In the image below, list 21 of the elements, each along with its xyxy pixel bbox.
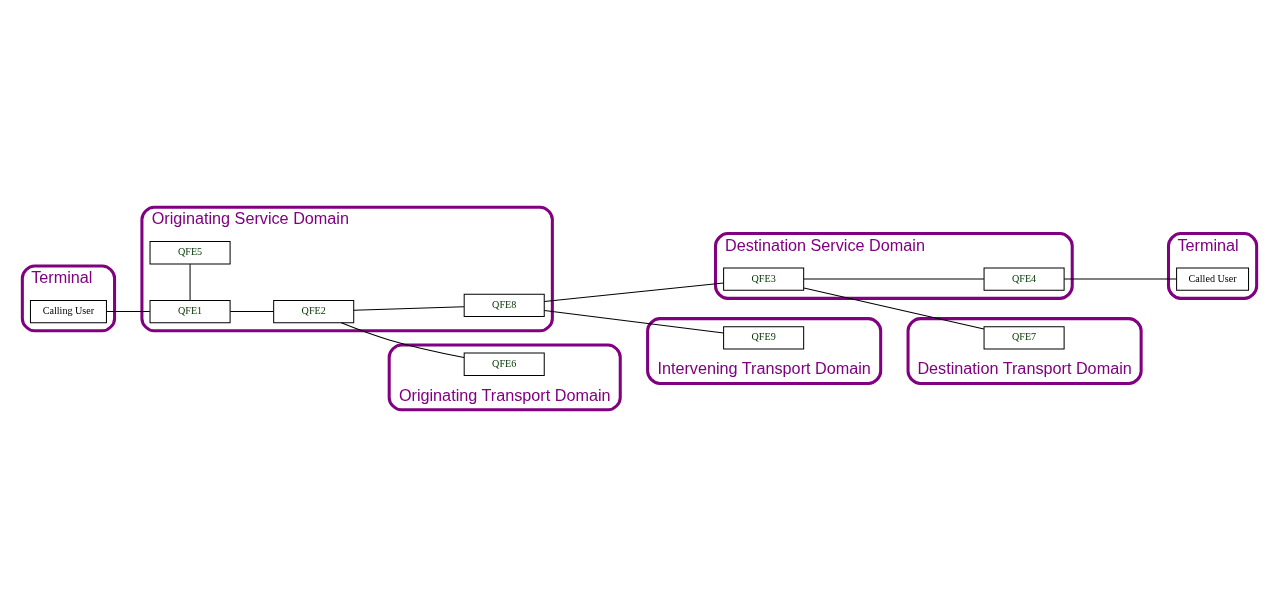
node-box: Called User bbox=[1176, 266, 1250, 291]
connector bbox=[106, 310, 151, 312]
node-box: QFE7 bbox=[983, 325, 1065, 350]
node-box: QFE2 bbox=[273, 299, 355, 323]
connector bbox=[803, 278, 985, 280]
node-box: QFE6 bbox=[463, 352, 545, 376]
connector bbox=[1063, 278, 1177, 280]
node-box: QFE3 bbox=[723, 266, 805, 291]
node-box: QFE1 bbox=[149, 299, 231, 323]
node-box: QFE5 bbox=[149, 240, 231, 264]
node-box: Calling User bbox=[29, 299, 107, 323]
connector bbox=[189, 263, 191, 301]
node-box: QFE9 bbox=[723, 325, 805, 350]
node-box: QFE4 bbox=[983, 266, 1065, 291]
connector bbox=[543, 309, 725, 333]
connector bbox=[229, 310, 275, 312]
connector bbox=[340, 321, 465, 358]
connector bbox=[543, 282, 725, 302]
node-box: QFE8 bbox=[463, 293, 545, 317]
connector bbox=[803, 287, 985, 329]
connector bbox=[353, 305, 465, 311]
